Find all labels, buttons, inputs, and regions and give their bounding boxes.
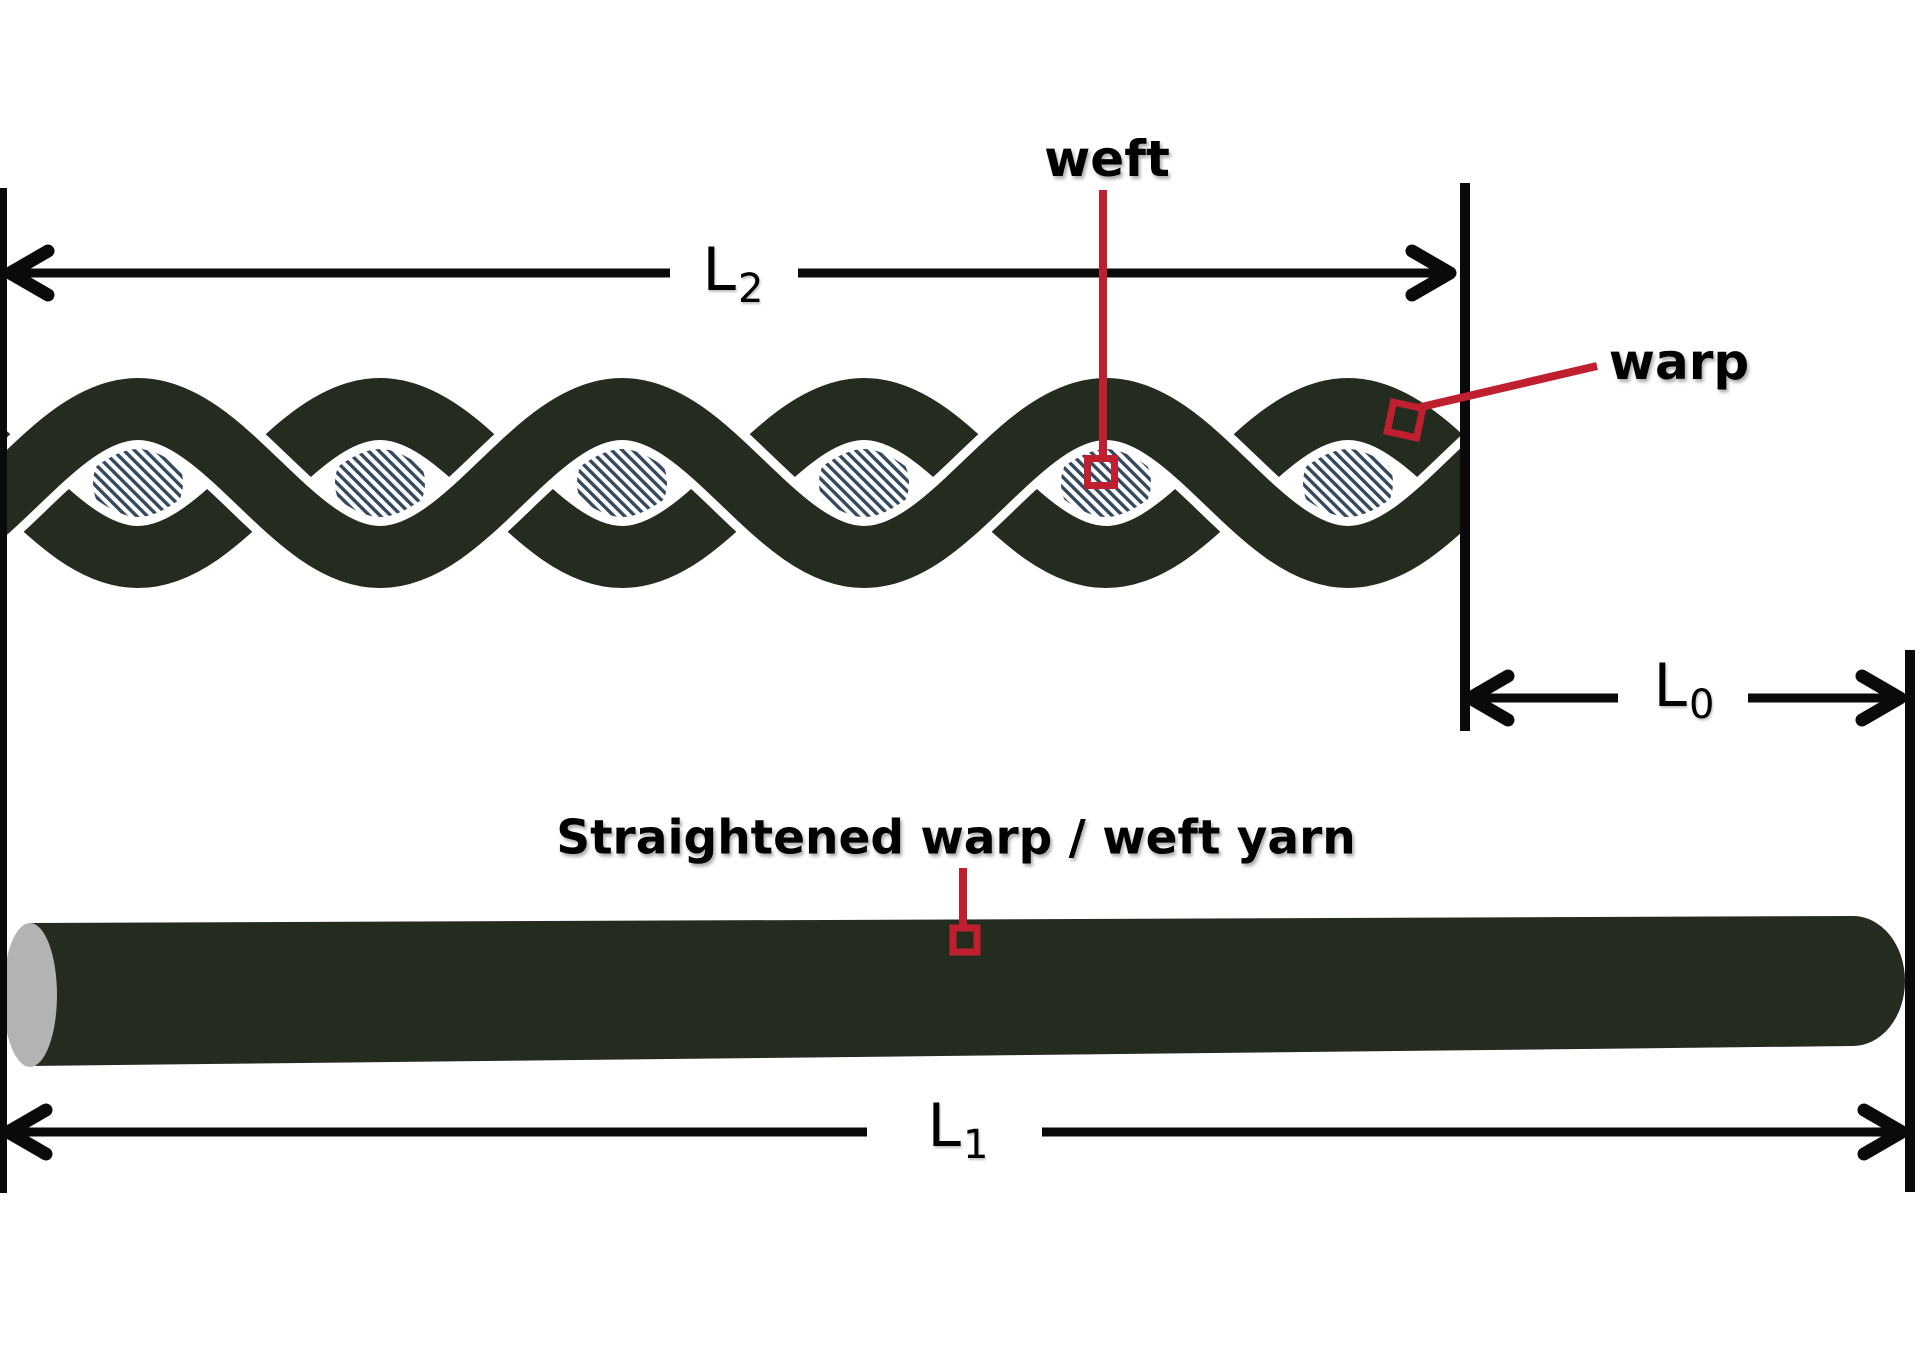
dimension-label-l2: L2 — [702, 235, 764, 312]
warp-marker-square — [1383, 398, 1427, 442]
dimension-l2-base: L — [702, 235, 736, 305]
weft-annotation — [1084, 190, 1118, 489]
arrow-right-icon — [1857, 1103, 1909, 1161]
arrow-left-icon — [1, 1103, 53, 1161]
extension-line-right — [1905, 650, 1915, 1192]
straightened-yarn-graphic — [3, 916, 1905, 1067]
warp-annotation — [1383, 362, 1598, 442]
dimension-l2-subscript: 2 — [737, 266, 764, 312]
woven-fabric-graphic — [0, 368, 1467, 598]
weft-cross-section — [335, 439, 425, 527]
warp-pointer-line — [1416, 362, 1598, 412]
arrow-left-icon — [3, 244, 55, 302]
weft-marker-square — [1084, 455, 1118, 489]
dimension-label-l1: L1 — [927, 1091, 989, 1168]
dimension-l0 — [1463, 669, 1907, 727]
dimension-label-l0: L0 — [1653, 651, 1715, 728]
weft-cross-section — [93, 439, 183, 527]
straightened-annotation — [949, 868, 981, 956]
weft-label: weft — [1044, 130, 1170, 188]
arrow-left-icon — [1463, 669, 1515, 727]
dimension-l0-base: L — [1653, 651, 1687, 721]
dimension-l1-base: L — [927, 1091, 961, 1161]
dimension-l1 — [1, 1103, 1909, 1161]
yarn-end-cap — [3, 923, 57, 1067]
warp-label: warp — [1608, 333, 1750, 391]
dimension-l0-subscript: 0 — [1688, 682, 1715, 728]
weft-cross-section — [819, 439, 909, 527]
straightened-marker-square — [949, 924, 981, 956]
extension-line-mid — [1460, 183, 1470, 731]
weft-cross-sections — [93, 439, 1393, 527]
straightened-yarn-label: Straightened warp / weft yarn — [556, 810, 1356, 866]
extension-line-left — [0, 188, 7, 1193]
weft-cross-section — [1303, 439, 1393, 527]
arrow-right-icon — [1855, 669, 1907, 727]
arrow-right-icon — [1405, 244, 1457, 302]
weft-cross-section — [577, 439, 667, 527]
straightened-yarn-body — [30, 916, 1905, 1066]
dimension-l2 — [3, 244, 1457, 302]
warp-strand-front — [0, 368, 1467, 598]
dimension-l1-subscript: 1 — [962, 1122, 989, 1168]
